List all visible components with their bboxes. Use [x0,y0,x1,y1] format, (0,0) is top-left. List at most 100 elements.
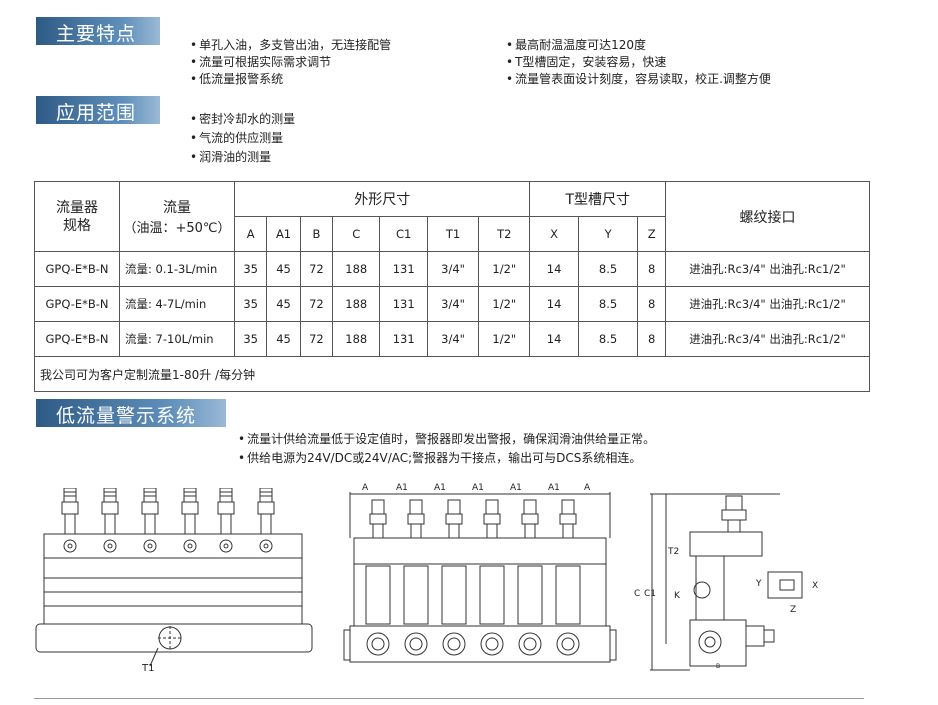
section-title: 主要特点 [56,23,137,45]
label-c1: C1 [644,589,656,599]
list-item: 润滑油的测量 [190,148,295,167]
drawing-side-view: C C1 T2 K Y X Z B [634,493,818,671]
list-item: 最高耐温温度可达120度 [506,37,771,54]
table-row: GPQ-E*B-N 流量: 4-7L/min 35 45 72 188 131 … [34,286,870,322]
drawing-tube-view: A A1 A1 A1 A1 A1 A [343,483,617,663]
cell: 14 [529,286,579,322]
cell: 8 [637,251,666,287]
dim-label: A [584,483,591,493]
cell: 72 [299,321,334,357]
list-item: 气流的供应测量 [190,129,295,148]
header-thread: 螺纹接口 [665,181,870,252]
cell-thread: 进油孔:Rc3/4" 出油孔:Rc1/2" [665,321,870,357]
label-y: Y [755,579,762,589]
list-item: 供给电源为24V/DC或24V/AC;警报器为干接点，输出可与DCS系统相连。 [238,449,655,468]
cell: 8 [637,321,666,357]
dim-label: A1 [434,483,446,493]
section-banner-alarm: 低流量警示系统 [36,399,226,427]
header-tslot: T型槽尺寸 [529,181,666,217]
cell: 131 [379,251,428,287]
cell: 3/4" [426,321,480,357]
cell: 1/2" [478,286,531,322]
applications-list: 密封冷却水的测量 气流的供应测量 润滑油的测量 [190,110,295,167]
list-item: 低流量报警系统 [190,71,391,88]
table-note-row: 我公司可为客户定制流量1-80升 /每分钟 [34,356,870,392]
cell: 45 [266,286,301,322]
dim-label: A [362,483,369,493]
features-left-list: 单孔入油，多支管出油，无连接配管 流量可根据实际需求调节 低流量报警系统 [190,37,391,88]
header-flow-sub: （油温：+50℃） [123,221,231,236]
cell: 188 [332,251,381,287]
cell: 35 [233,321,268,357]
cell: 8.5 [577,321,639,357]
dim-label: A1 [472,483,484,493]
col-header: Z [637,216,666,252]
col-header: A1 [266,216,301,252]
cell: 131 [379,286,428,322]
cell: 3/4" [426,251,480,287]
cell: 131 [379,321,428,357]
cell-thread: 进油孔:Rc3/4" 出油孔:Rc1/2" [665,286,870,322]
label-x: X [812,581,818,591]
header-model: 流量器 规格 [34,181,120,252]
bottom-divider [34,698,864,699]
header-dims: 外形尺寸 [233,181,531,217]
fitting-row [61,488,275,535]
dim-label: A1 [396,483,408,493]
list-item: 流量可根据实际需求调节 [190,54,391,71]
section-banner-applications: 应用范围 [36,96,160,124]
cell: 14 [529,321,579,357]
cell: 14 [529,251,579,287]
cell-flow: 流量: 0.1-3L/min [119,251,235,287]
spec-table: 流量器 规格 流量 （油温：+50℃） 外形尺寸 T型槽尺寸 螺纹接口 A A1… [34,181,870,392]
cell-model: GPQ-E*B-N [34,251,120,287]
cell: 45 [266,321,301,357]
label-z: Z [790,605,796,615]
features-right-list: 最高耐温温度可达120度 T型槽固定，安装容易，快速 流量管表面设计刻度，容易读… [506,37,771,88]
cell: 188 [332,286,381,322]
cell-flow: 流量: 7-10L/min [119,321,235,357]
label-c: C [634,589,640,599]
section-title: 应用范围 [56,102,137,124]
dim-label: A1 [510,483,522,493]
label-k: K [674,591,681,601]
cell: 72 [299,251,334,287]
cell: 8.5 [577,286,639,322]
col-header: T1 [426,216,480,252]
list-item: 流量管表面设计刻度，容易读取，校正.调整方便 [506,71,771,88]
list-item: 密封冷却水的测量 [190,110,295,129]
col-header: X [529,216,579,252]
section-banner-features: 主要特点 [36,17,160,45]
section-title: 低流量警示系统 [56,405,197,427]
col-header: Y [577,216,639,252]
drawing-front-view: T1 [35,488,313,674]
col-header: B [299,216,334,252]
label-t1: T1 [141,663,154,674]
dim-label: A1 [548,483,560,493]
cell: 8.5 [577,251,639,287]
cell: 72 [299,286,334,322]
label-b: B [716,663,720,670]
col-header: C1 [379,216,428,252]
table-note: 我公司可为客户定制流量1-80升 /每分钟 [34,356,870,392]
header-flow: 流量 （油温：+50℃） [119,181,235,252]
cell-model: GPQ-E*B-N [34,286,120,322]
table-row: GPQ-E*B-N 流量: 7-10L/min 35 45 72 188 131… [34,321,870,357]
cell-model: GPQ-E*B-N [34,321,120,357]
col-header: A [233,216,268,252]
cell: 1/2" [478,321,531,357]
cell: 188 [332,321,381,357]
alarm-list: 流量计供给流量低于设定值时，警报器即发出警报，确保润滑油供给量正常。 供给电源为… [238,430,655,468]
cell: 35 [233,286,268,322]
col-header: T2 [478,216,531,252]
cell: 1/2" [478,251,531,287]
cell: 45 [266,251,301,287]
col-header: C [332,216,381,252]
table-row: GPQ-E*B-N 流量: 0.1-3L/min 35 45 72 188 13… [34,251,870,287]
cell: 8 [637,286,666,322]
label-t2: T2 [667,547,679,557]
cell-thread: 进油孔:Rc3/4" 出油孔:Rc1/2" [665,251,870,287]
cell: 3/4" [426,286,480,322]
cell: 35 [233,251,268,287]
header-flow-title: 流量 [163,200,191,216]
